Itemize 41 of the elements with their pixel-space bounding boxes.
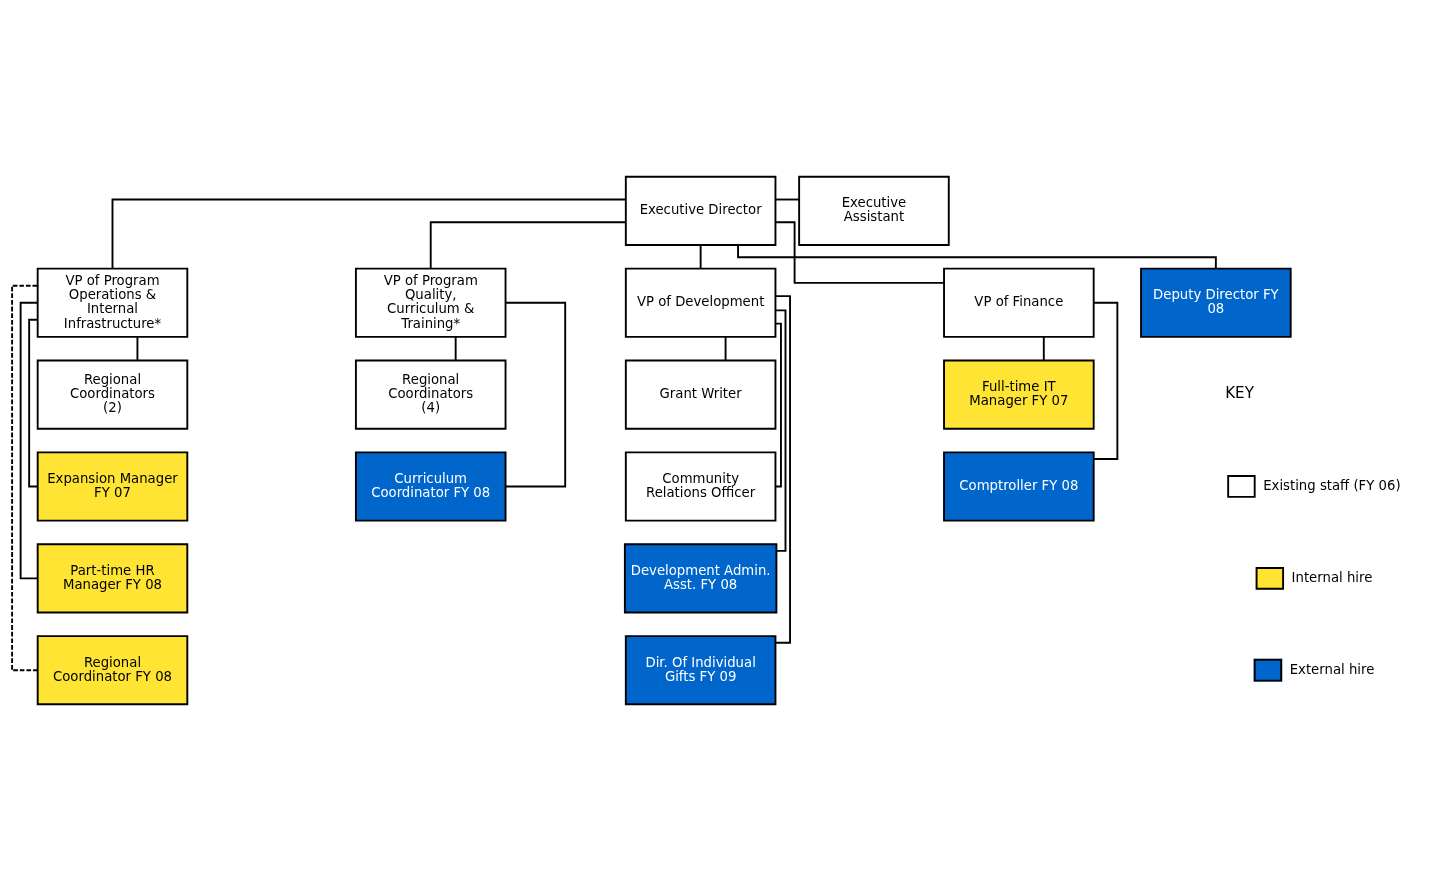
connector <box>774 220 945 284</box>
legend-label: Existing staff (FY 06) <box>1263 477 1401 493</box>
node-box: VP of Development <box>624 267 777 338</box>
connector <box>774 198 801 200</box>
connector <box>454 335 457 361</box>
connector <box>1042 335 1045 361</box>
connector <box>111 198 627 269</box>
connector <box>1092 301 1119 460</box>
connector <box>429 220 627 270</box>
legend-label: Internal hire <box>1291 569 1373 585</box>
connector <box>19 301 39 579</box>
connector <box>28 318 39 487</box>
connector <box>11 284 39 671</box>
node-box: Deputy Director FY 08 <box>1140 267 1292 338</box>
connector <box>724 335 727 361</box>
node-box: VP of Finance <box>943 267 1095 338</box>
node-box: VP of Program Quality, Curriculum & Training* <box>354 267 507 338</box>
node-box: Dir. Of Individual Gifts FY 09 <box>624 634 777 705</box>
node-box: VP of Program Operations & Internal Infrastructure* <box>36 267 189 338</box>
node-box: Community Relations Officer <box>624 450 777 522</box>
connector <box>136 335 139 361</box>
node-box: Grant Writer <box>624 359 777 430</box>
node-box: Development Admin. Asst. FY 08 <box>623 542 778 613</box>
connector <box>737 243 1217 269</box>
node-box: Regional Coordinators (2) <box>36 359 189 430</box>
label: KEY <box>1225 383 1254 402</box>
connector <box>774 308 787 552</box>
node-box: Regional Coordinators (4) <box>354 359 507 430</box>
connector <box>699 243 702 269</box>
connector <box>504 301 567 487</box>
legend-label: External hire <box>1289 661 1375 677</box>
node-box: Executive Assistant <box>798 175 950 246</box>
node-box: Part-time HR Manager FY 08 <box>36 542 189 613</box>
node-box: Expansion Manager FY 07 <box>36 450 189 522</box>
node-box: Executive Director <box>624 175 777 246</box>
node-box: Full-time IT Manager FY 07 <box>943 359 1095 430</box>
node-box: Curriculum Coordinator FY 08 <box>354 450 507 522</box>
connector <box>774 322 782 487</box>
node-box: Regional Coordinator FY 08 <box>36 634 189 705</box>
connector <box>774 294 791 644</box>
node-box: Comptroller FY 08 <box>943 450 1095 522</box>
